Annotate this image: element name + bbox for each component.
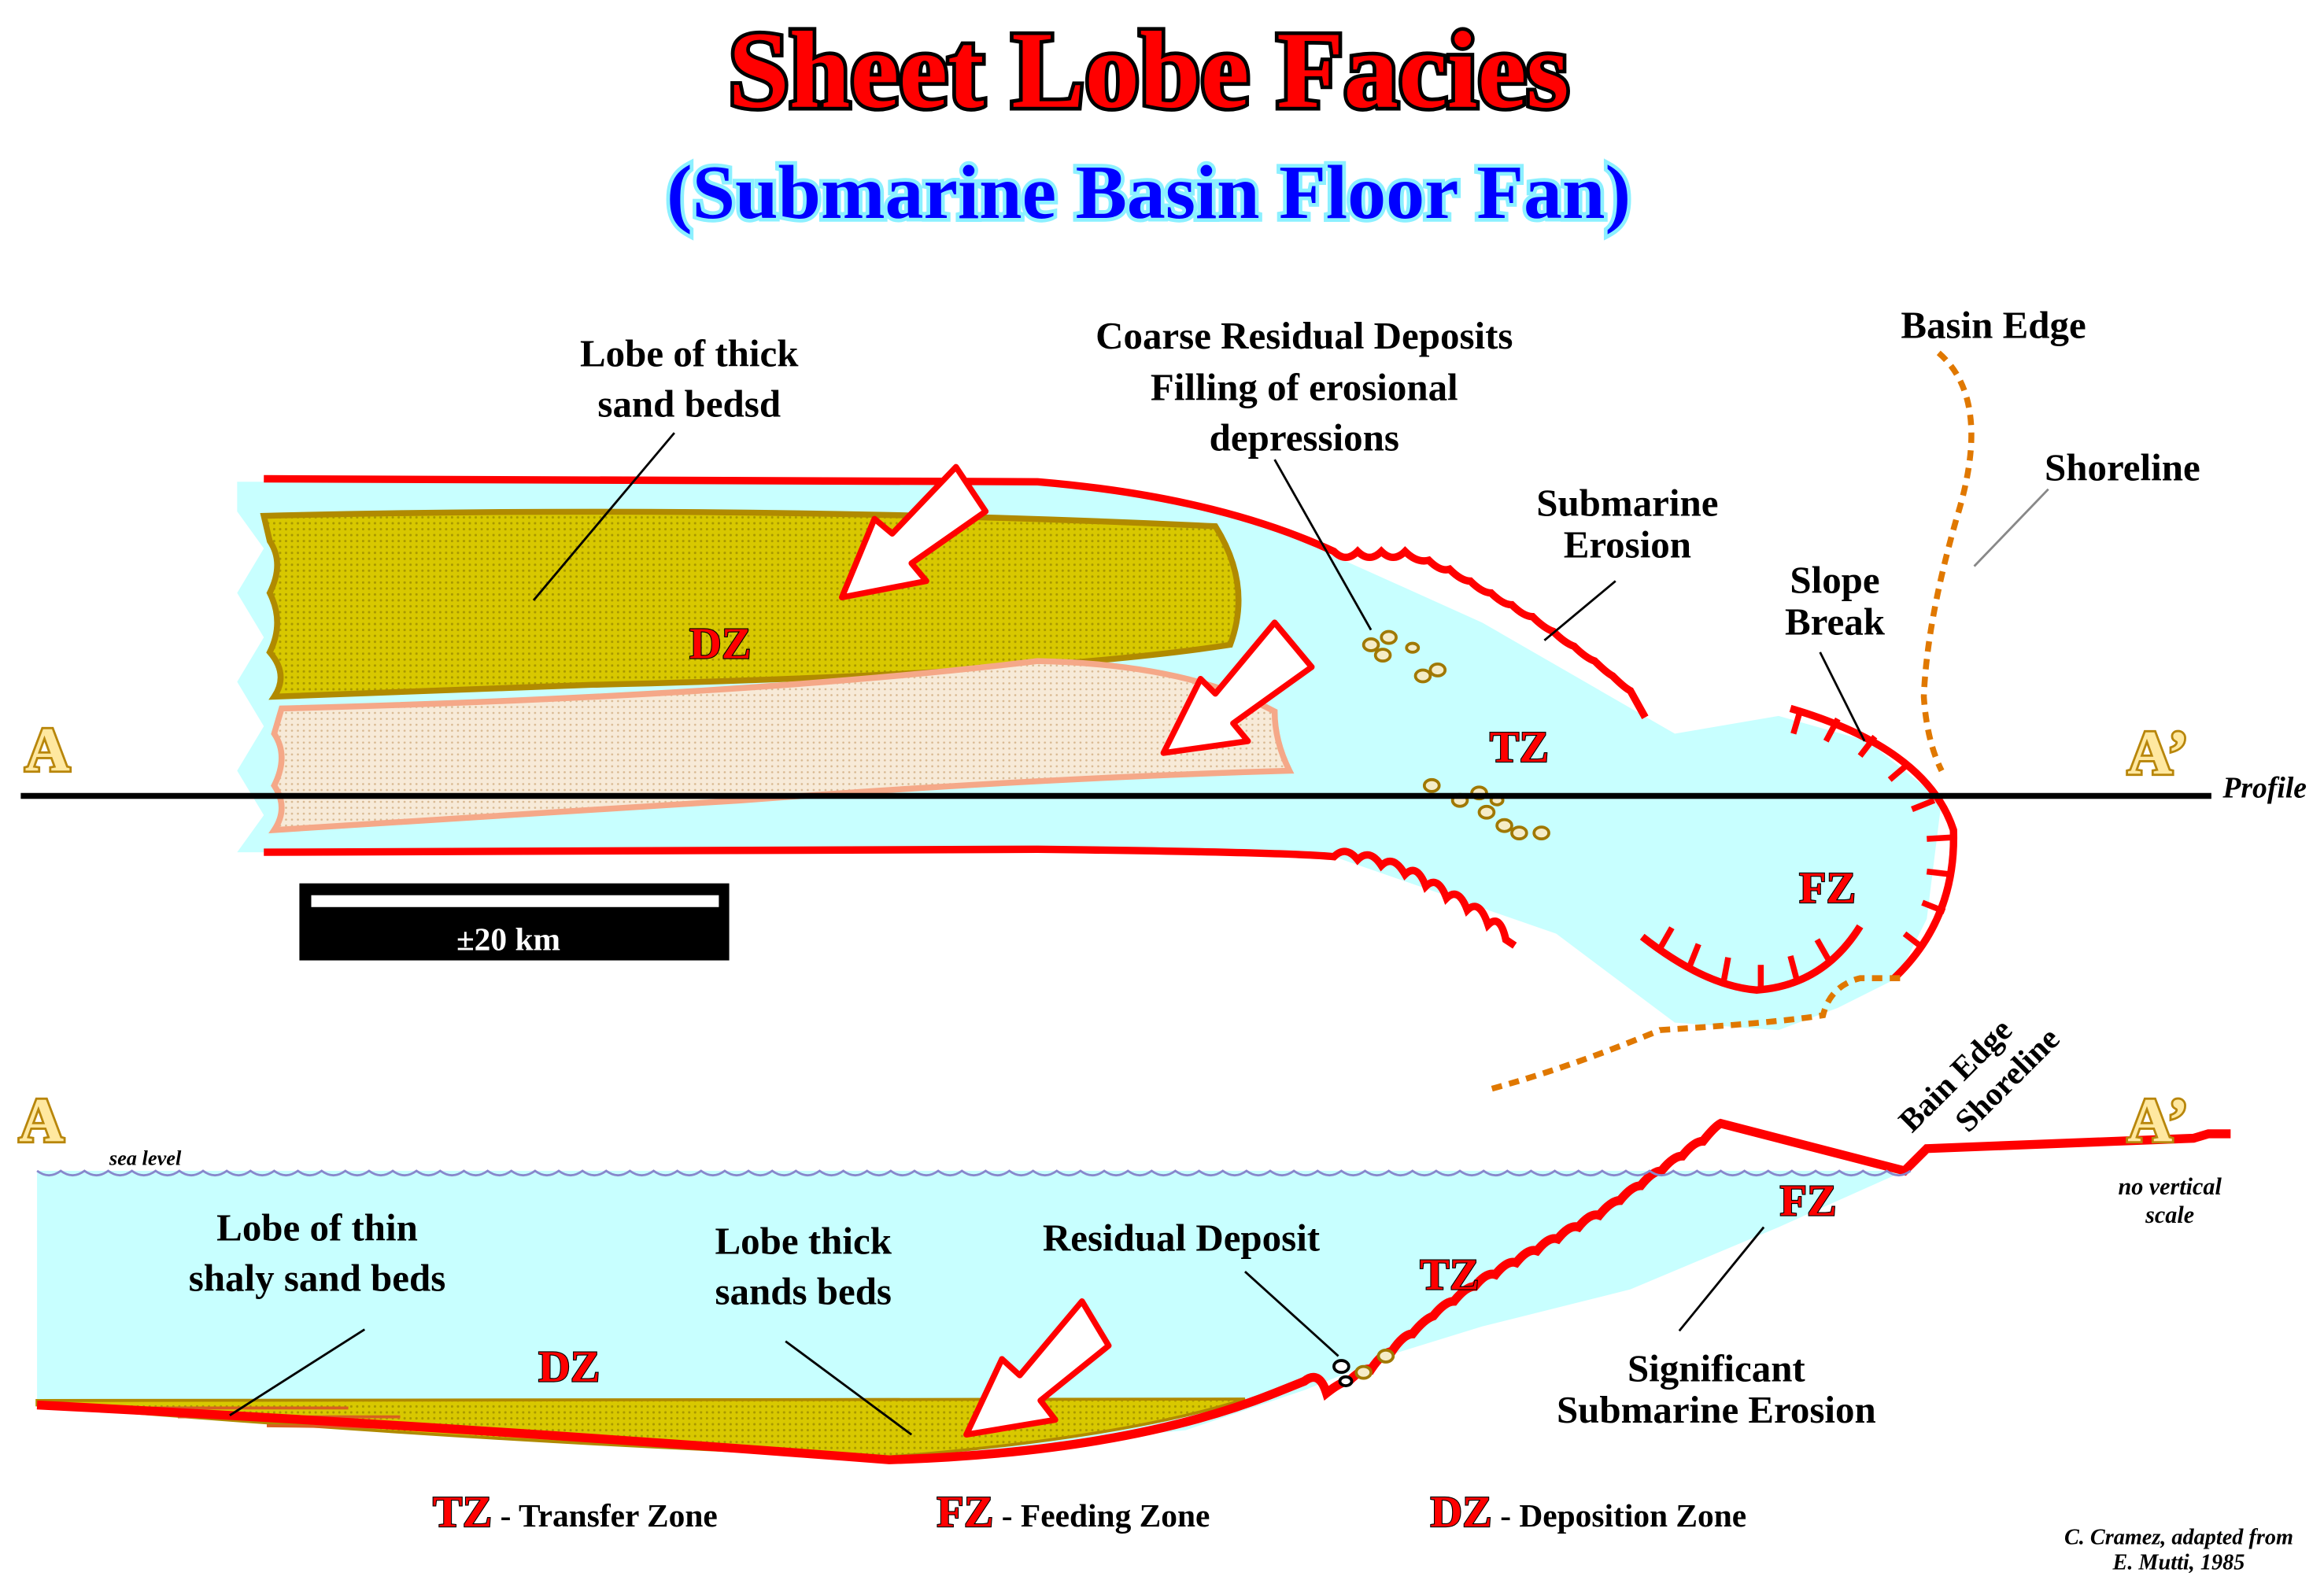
dz-label-section: DZ [538, 1342, 600, 1391]
map-leaders [532, 432, 1866, 742]
sig-erosion-label-2: Submarine Erosion [1557, 1388, 1876, 1431]
subtitle: (Submarine Basin Floor Fan) [667, 150, 1631, 235]
scale-label: ±20 km [456, 921, 560, 957]
shoreline-label: Shoreline [2045, 445, 2200, 489]
sand-lobe-map [260, 508, 1242, 700]
legend-item-fz: FZ - Feeding Zone [937, 1488, 1210, 1537]
feeding-arc [1639, 924, 1864, 994]
credit-line-1: C. Cramez, adapted from [2064, 1526, 2293, 1550]
a-left-map: A [25, 717, 70, 785]
map-view: Profile A A’ ±20 km DZ TZ FZ Lobe of thi… [20, 304, 2307, 1093]
flow-arrow-3 [963, 1298, 1112, 1438]
sig-erosion-label-1: Significant [1628, 1346, 1805, 1390]
profile-label: Profile [2222, 771, 2307, 804]
tz-label-section: TZ [1420, 1251, 1479, 1300]
a-right-map: A’ [2127, 719, 2189, 788]
lobe-thick-label-2: sand bedsd [597, 382, 781, 425]
flow-arrow-1 [838, 463, 989, 600]
fz-label-section: FZ [1780, 1177, 1837, 1226]
shaly-lobe-map [268, 658, 1295, 834]
bottom-erosion-line [264, 845, 1517, 949]
top-erosion-line [264, 474, 1649, 720]
a-left-section: A [19, 1087, 64, 1155]
feeding-arc-ticks [1657, 926, 1832, 989]
sea-level-line [36, 1169, 1912, 1177]
legend: TZ - Transfer Zone FZ - Feeding Zone DZ … [432, 1487, 1746, 1538]
cross-section: A A’ sea level Bain Edge Shoreline no ve… [17, 1011, 2231, 1464]
basin-edge-dashed [1488, 350, 1975, 1093]
residual-gravel [1332, 1349, 1395, 1387]
a-right-section: A’ [2127, 1087, 2189, 1155]
lobe-thick-section-label-1: Lobe thick [715, 1219, 892, 1262]
scale-bar: ±20 km [299, 883, 730, 961]
credit-line-2: E. Mutti, 1985 [2112, 1551, 2245, 1575]
no-vertical-label-1: no vertical [2118, 1173, 2222, 1200]
legend-item-dz: DZ - Deposition Zone [1430, 1488, 1746, 1537]
flow-arrow-2 [1160, 619, 1315, 756]
section-leaders [229, 1226, 1765, 1436]
tz-label-map: TZ [1490, 723, 1549, 772]
slope-break-ticks [1790, 707, 1953, 951]
lobe-thick-label-1: Lobe of thick [580, 331, 799, 375]
residual-label: Residual Deposit [1043, 1216, 1321, 1260]
slope-break-label-1: Slope [1790, 559, 1879, 602]
coarse-label-2: Filling of erosional [1151, 366, 1458, 409]
lobe-thin-label-1: Lobe of thin [216, 1206, 418, 1250]
coarse-label-3: depressions [1210, 416, 1399, 460]
lobe-thick-section-label-2: sands beds [715, 1270, 892, 1313]
legend-item-tz: TZ - Transfer Zone [433, 1488, 718, 1537]
fz-label-map: FZ [1799, 864, 1856, 913]
shoreline-leader [1973, 488, 2049, 567]
sea-level-label: sea level [109, 1146, 182, 1169]
title: Sheet Lobe Facies [728, 10, 1568, 131]
slope-break-label-2: Break [1785, 600, 1886, 643]
sub-erosion-label-2: Erosion [1564, 522, 1691, 566]
sub-erosion-label-1: Submarine [1536, 482, 1718, 525]
basin-edge-label: Basin Edge [1901, 304, 2086, 347]
section-erosion-line [36, 1118, 2231, 1464]
dz-label-map: DZ [689, 619, 751, 668]
lobe-thin-label-2: shaly sand beds [189, 1257, 446, 1300]
no-vertical-label-2: scale [2145, 1202, 2194, 1228]
section-water-area [37, 1171, 1905, 1460]
coarse-label-1: Coarse Residual Deposits [1095, 314, 1513, 357]
